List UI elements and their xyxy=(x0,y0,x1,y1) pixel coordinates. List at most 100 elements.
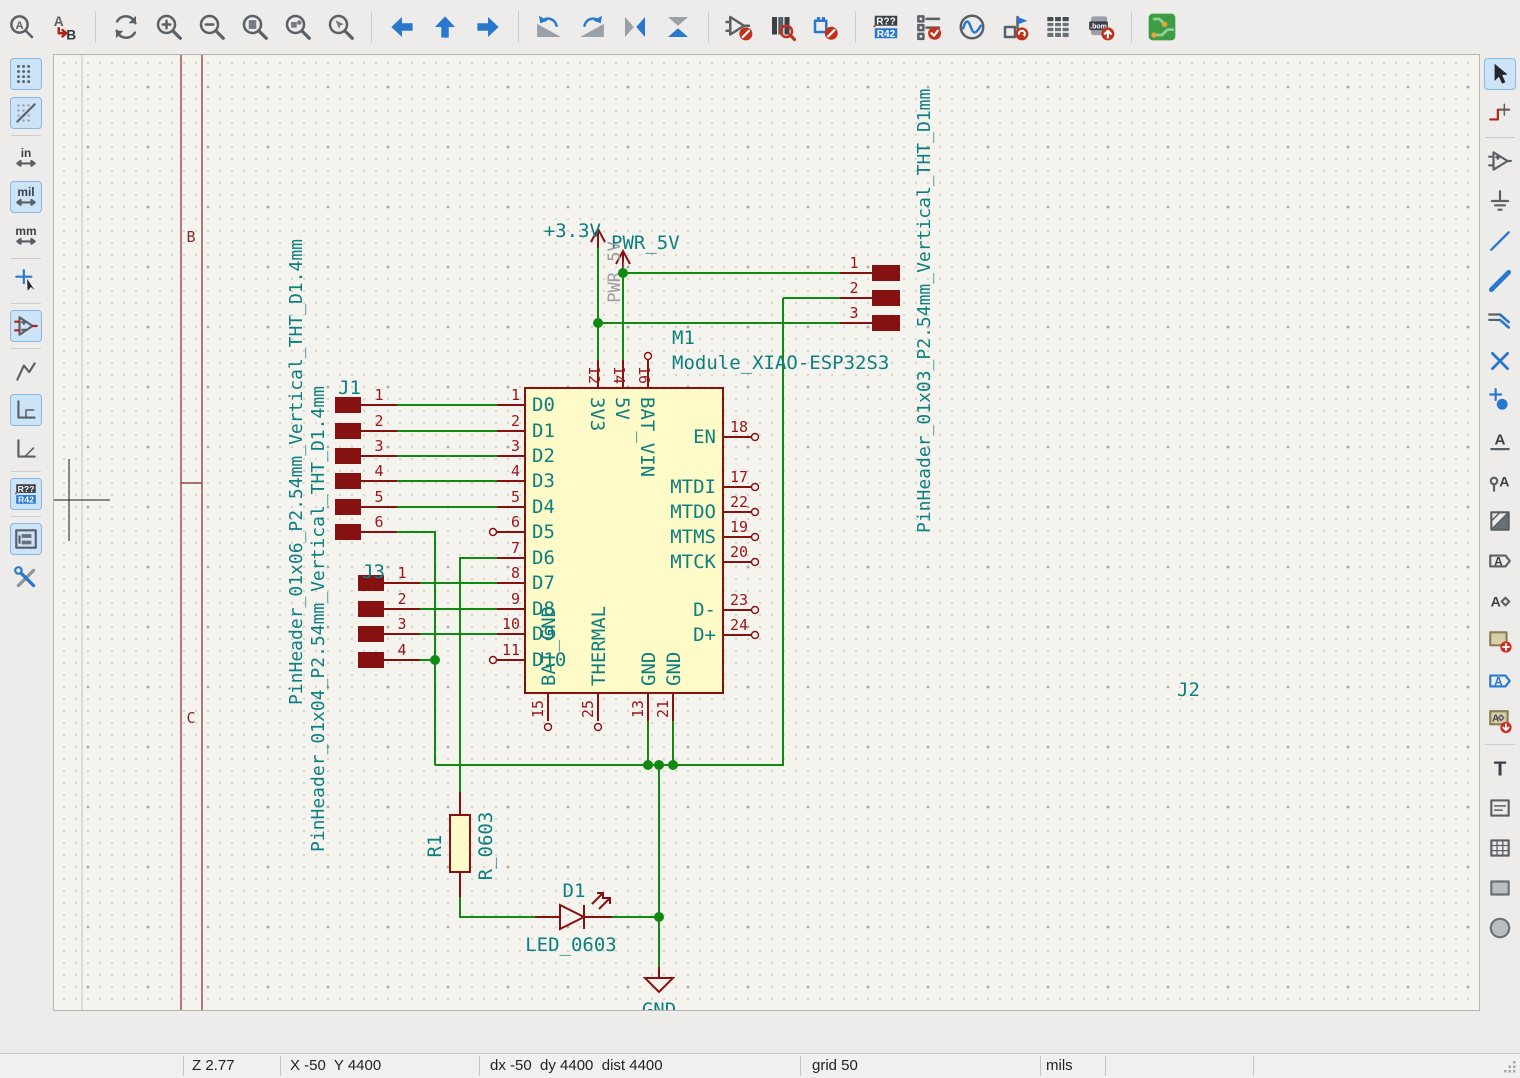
text-box-tool-button[interactable] xyxy=(1484,792,1516,824)
rotate-ccw-button[interactable] xyxy=(531,9,567,45)
netclass-directive-tool-button[interactable]: A xyxy=(1484,465,1516,497)
wire-hv-button[interactable] xyxy=(10,394,42,426)
r1-symbol[interactable]: R1 R_0603 xyxy=(424,792,497,897)
open-pcb-editor-button[interactable] xyxy=(1144,9,1180,45)
svg-text:3: 3 xyxy=(849,304,858,322)
assign-footprints-button[interactable] xyxy=(997,9,1033,45)
import-sheet-pin-tool-button[interactable]: A xyxy=(1484,705,1516,737)
svg-text:.bom: .bom xyxy=(1090,23,1107,30)
power-3v3-label: +3.3V xyxy=(544,220,601,242)
circle-tool-button[interactable] xyxy=(1484,912,1516,944)
zoom-to-selection-button[interactable] xyxy=(323,9,359,45)
svg-text:9: 9 xyxy=(511,590,520,608)
properties-button[interactable] xyxy=(10,562,42,594)
svg-text:GND: GND xyxy=(663,652,685,686)
junction-tool-button[interactable] xyxy=(1484,385,1516,417)
select-tool-button[interactable] xyxy=(1484,58,1516,90)
find-button[interactable]: A xyxy=(4,9,40,45)
no-connect-tool-button[interactable] xyxy=(1484,345,1516,377)
annotate-button[interactable]: R??R42 xyxy=(868,9,904,45)
show-hidden-pins-button[interactable] xyxy=(10,310,42,342)
text-tool-button[interactable]: T xyxy=(1484,752,1516,784)
j2-symbol[interactable]: 123 J2 PinHeader_01x03_P2.54mm_Vertical_… xyxy=(840,89,1200,701)
power-5v-label: PWR_5V xyxy=(611,232,680,254)
place-symbol-tool-button[interactable] xyxy=(1484,145,1516,177)
refresh-view-button[interactable] xyxy=(108,9,144,45)
svg-text:B: B xyxy=(66,28,76,43)
svg-text:MTDO: MTDO xyxy=(670,501,716,523)
svg-text:R42: R42 xyxy=(18,495,34,505)
footprint-editor-button[interactable] xyxy=(807,9,843,45)
mirror-horizontal-button[interactable] xyxy=(617,9,653,45)
draw-wire-tool-button[interactable] xyxy=(1484,225,1516,257)
simulator-button[interactable] xyxy=(954,9,990,45)
svg-text:D3: D3 xyxy=(532,470,555,492)
rotate-cw-button[interactable] xyxy=(574,9,610,45)
svg-text:6: 6 xyxy=(511,513,520,531)
j3-footprint: PinHeader_01x04_P2.54mm_Vertical_THT_D1.… xyxy=(308,386,329,852)
table-tool-button[interactable] xyxy=(1484,832,1516,864)
svg-text:R??: R?? xyxy=(18,484,35,494)
cursor-shape-button[interactable] xyxy=(10,265,42,297)
nav-back-button[interactable] xyxy=(384,9,420,45)
rule-area-tool-button[interactable] xyxy=(1484,505,1516,537)
highlight-net-tool-button[interactable] xyxy=(1484,98,1516,130)
r1-value: R_0603 xyxy=(475,812,497,881)
svg-text:D8: D8 xyxy=(532,598,555,620)
svg-text:A: A xyxy=(1491,593,1501,609)
power-3v3-symbol[interactable]: +3.3V xyxy=(544,220,606,248)
svg-text:in: in xyxy=(21,146,32,160)
grid-override-button[interactable] xyxy=(10,97,42,129)
directive-label-tool-button[interactable]: A xyxy=(1484,585,1516,617)
gnd-symbol[interactable]: GND xyxy=(642,967,676,1010)
place-power-tool-button[interactable] xyxy=(1484,185,1516,217)
svg-text:D7: D7 xyxy=(532,572,555,594)
nav-up-button[interactable] xyxy=(427,9,463,45)
erc-button[interactable] xyxy=(911,9,947,45)
status-grid: grid 50 xyxy=(812,1057,858,1074)
zoom-in-button[interactable] xyxy=(151,9,187,45)
grid-dots-button[interactable] xyxy=(10,58,42,90)
resize-grip[interactable] xyxy=(1503,1060,1517,1074)
auto-annotate-button[interactable]: R??R42 xyxy=(10,478,42,510)
unit-mm-button[interactable]: mm xyxy=(10,220,42,252)
gnd-label: GND xyxy=(642,999,676,1010)
hierarchical-label-tool-button[interactable]: A xyxy=(1484,665,1516,697)
symbol-editor-button[interactable] xyxy=(721,9,757,45)
mirror-vertical-button[interactable] xyxy=(660,9,696,45)
svg-text:MTMS: MTMS xyxy=(670,526,716,548)
wire-to-bus-entry-tool-button[interactable] xyxy=(1484,305,1516,337)
global-label-tool-button[interactable]: A xyxy=(1484,545,1516,577)
export-bom-button[interactable]: .bom xyxy=(1083,9,1119,45)
svg-text:A: A xyxy=(1499,473,1509,489)
zoom-fit-objects-button[interactable] xyxy=(280,9,316,45)
hierarchical-sheet-tool-button[interactable] xyxy=(1484,625,1516,657)
draw-bus-tool-button[interactable] xyxy=(1484,265,1516,297)
zoom-fit-page-button[interactable] xyxy=(237,9,273,45)
wire-45-button[interactable] xyxy=(10,433,42,465)
power-5v-symbol[interactable]: PWR_5V PWR_5V xyxy=(605,232,680,303)
svg-text:1: 1 xyxy=(374,386,383,404)
wire-free-angle-button[interactable] xyxy=(10,355,42,387)
zoom-out-button[interactable] xyxy=(194,9,230,45)
nav-forward-button[interactable] xyxy=(470,9,506,45)
wires[interactable] xyxy=(397,248,840,967)
hierarchy-navigator-button[interactable] xyxy=(10,523,42,555)
status-zoom: Z 2.77 xyxy=(192,1057,235,1074)
net-label-tool-button[interactable]: A xyxy=(1484,425,1516,457)
symbol-library-browser-button[interactable] xyxy=(764,9,800,45)
unit-mils-button[interactable]: mil xyxy=(10,181,42,213)
svg-text:2: 2 xyxy=(374,412,383,430)
symbol-fields-table-button[interactable] xyxy=(1040,9,1076,45)
toolbar-left: in mil mm R??R42 xyxy=(2,58,50,594)
unit-inches-button[interactable]: in xyxy=(10,142,42,174)
rectangle-tool-button[interactable] xyxy=(1484,872,1516,904)
svg-text:17: 17 xyxy=(730,468,748,486)
d1-symbol[interactable]: D1 LED_0603 xyxy=(525,880,617,956)
